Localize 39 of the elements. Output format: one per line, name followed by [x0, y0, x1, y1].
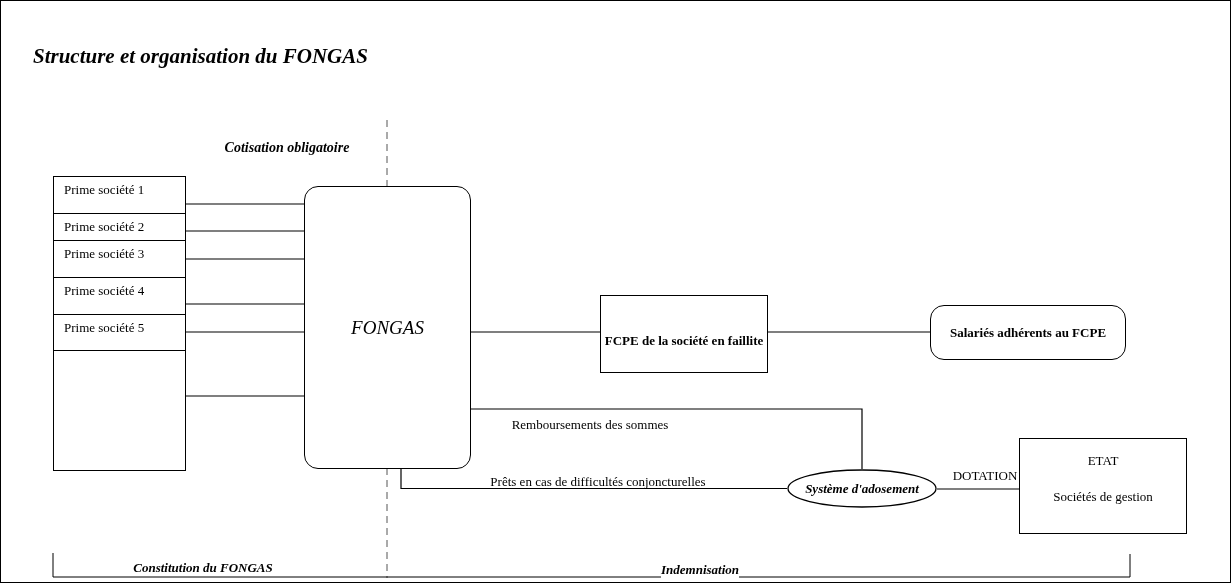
node-label: Salariés adhérents au FCPE	[949, 324, 1107, 341]
cell-text: Prime société 5	[64, 320, 145, 336]
connector-line	[470, 408, 863, 470]
connector-line	[767, 331, 931, 333]
process-box	[53, 314, 186, 351]
section-label: Indemnisation	[661, 562, 739, 578]
edge-label: Remboursements des sommes	[511, 417, 669, 433]
empty-box	[53, 350, 186, 471]
cell-text: Prime société 4	[64, 283, 145, 299]
connector-line	[185, 258, 305, 260]
process-box	[1019, 438, 1187, 534]
process-box	[53, 213, 186, 241]
process-box	[600, 295, 768, 373]
edge-label: DOTATION	[952, 468, 1018, 484]
process-box	[53, 176, 186, 214]
node-label: FONGAS	[351, 316, 424, 339]
section-label: Cotisation obligatoire	[224, 140, 350, 156]
connector-line	[185, 303, 305, 305]
process-box	[53, 240, 186, 278]
connector-line	[470, 331, 601, 333]
process-box	[930, 305, 1126, 360]
connector-line	[185, 203, 305, 205]
process-ellipse	[787, 469, 937, 508]
node-text: Sociétés de gestion	[1053, 489, 1153, 505]
node-label: FCPE de la société en faillite	[604, 333, 764, 349]
process-box	[304, 186, 471, 469]
connector-line	[185, 395, 305, 397]
process-box	[53, 277, 186, 315]
connector-line	[185, 230, 305, 232]
diagram-title: Structure et organisation du FONGAS	[33, 44, 368, 69]
node-label: ETAT	[1087, 453, 1119, 469]
edge-label: Prêts en cas de difficultés conjoncturelles	[490, 474, 706, 490]
connector-line	[400, 468, 788, 490]
cell-text: Prime société 2	[64, 219, 145, 235]
cell-text: Prime société 1	[64, 182, 145, 198]
cell-text: Prime société 3	[64, 246, 145, 262]
connector-line	[185, 331, 305, 333]
node-label: Système d'adosement	[805, 480, 919, 497]
connector-line	[936, 488, 1020, 490]
